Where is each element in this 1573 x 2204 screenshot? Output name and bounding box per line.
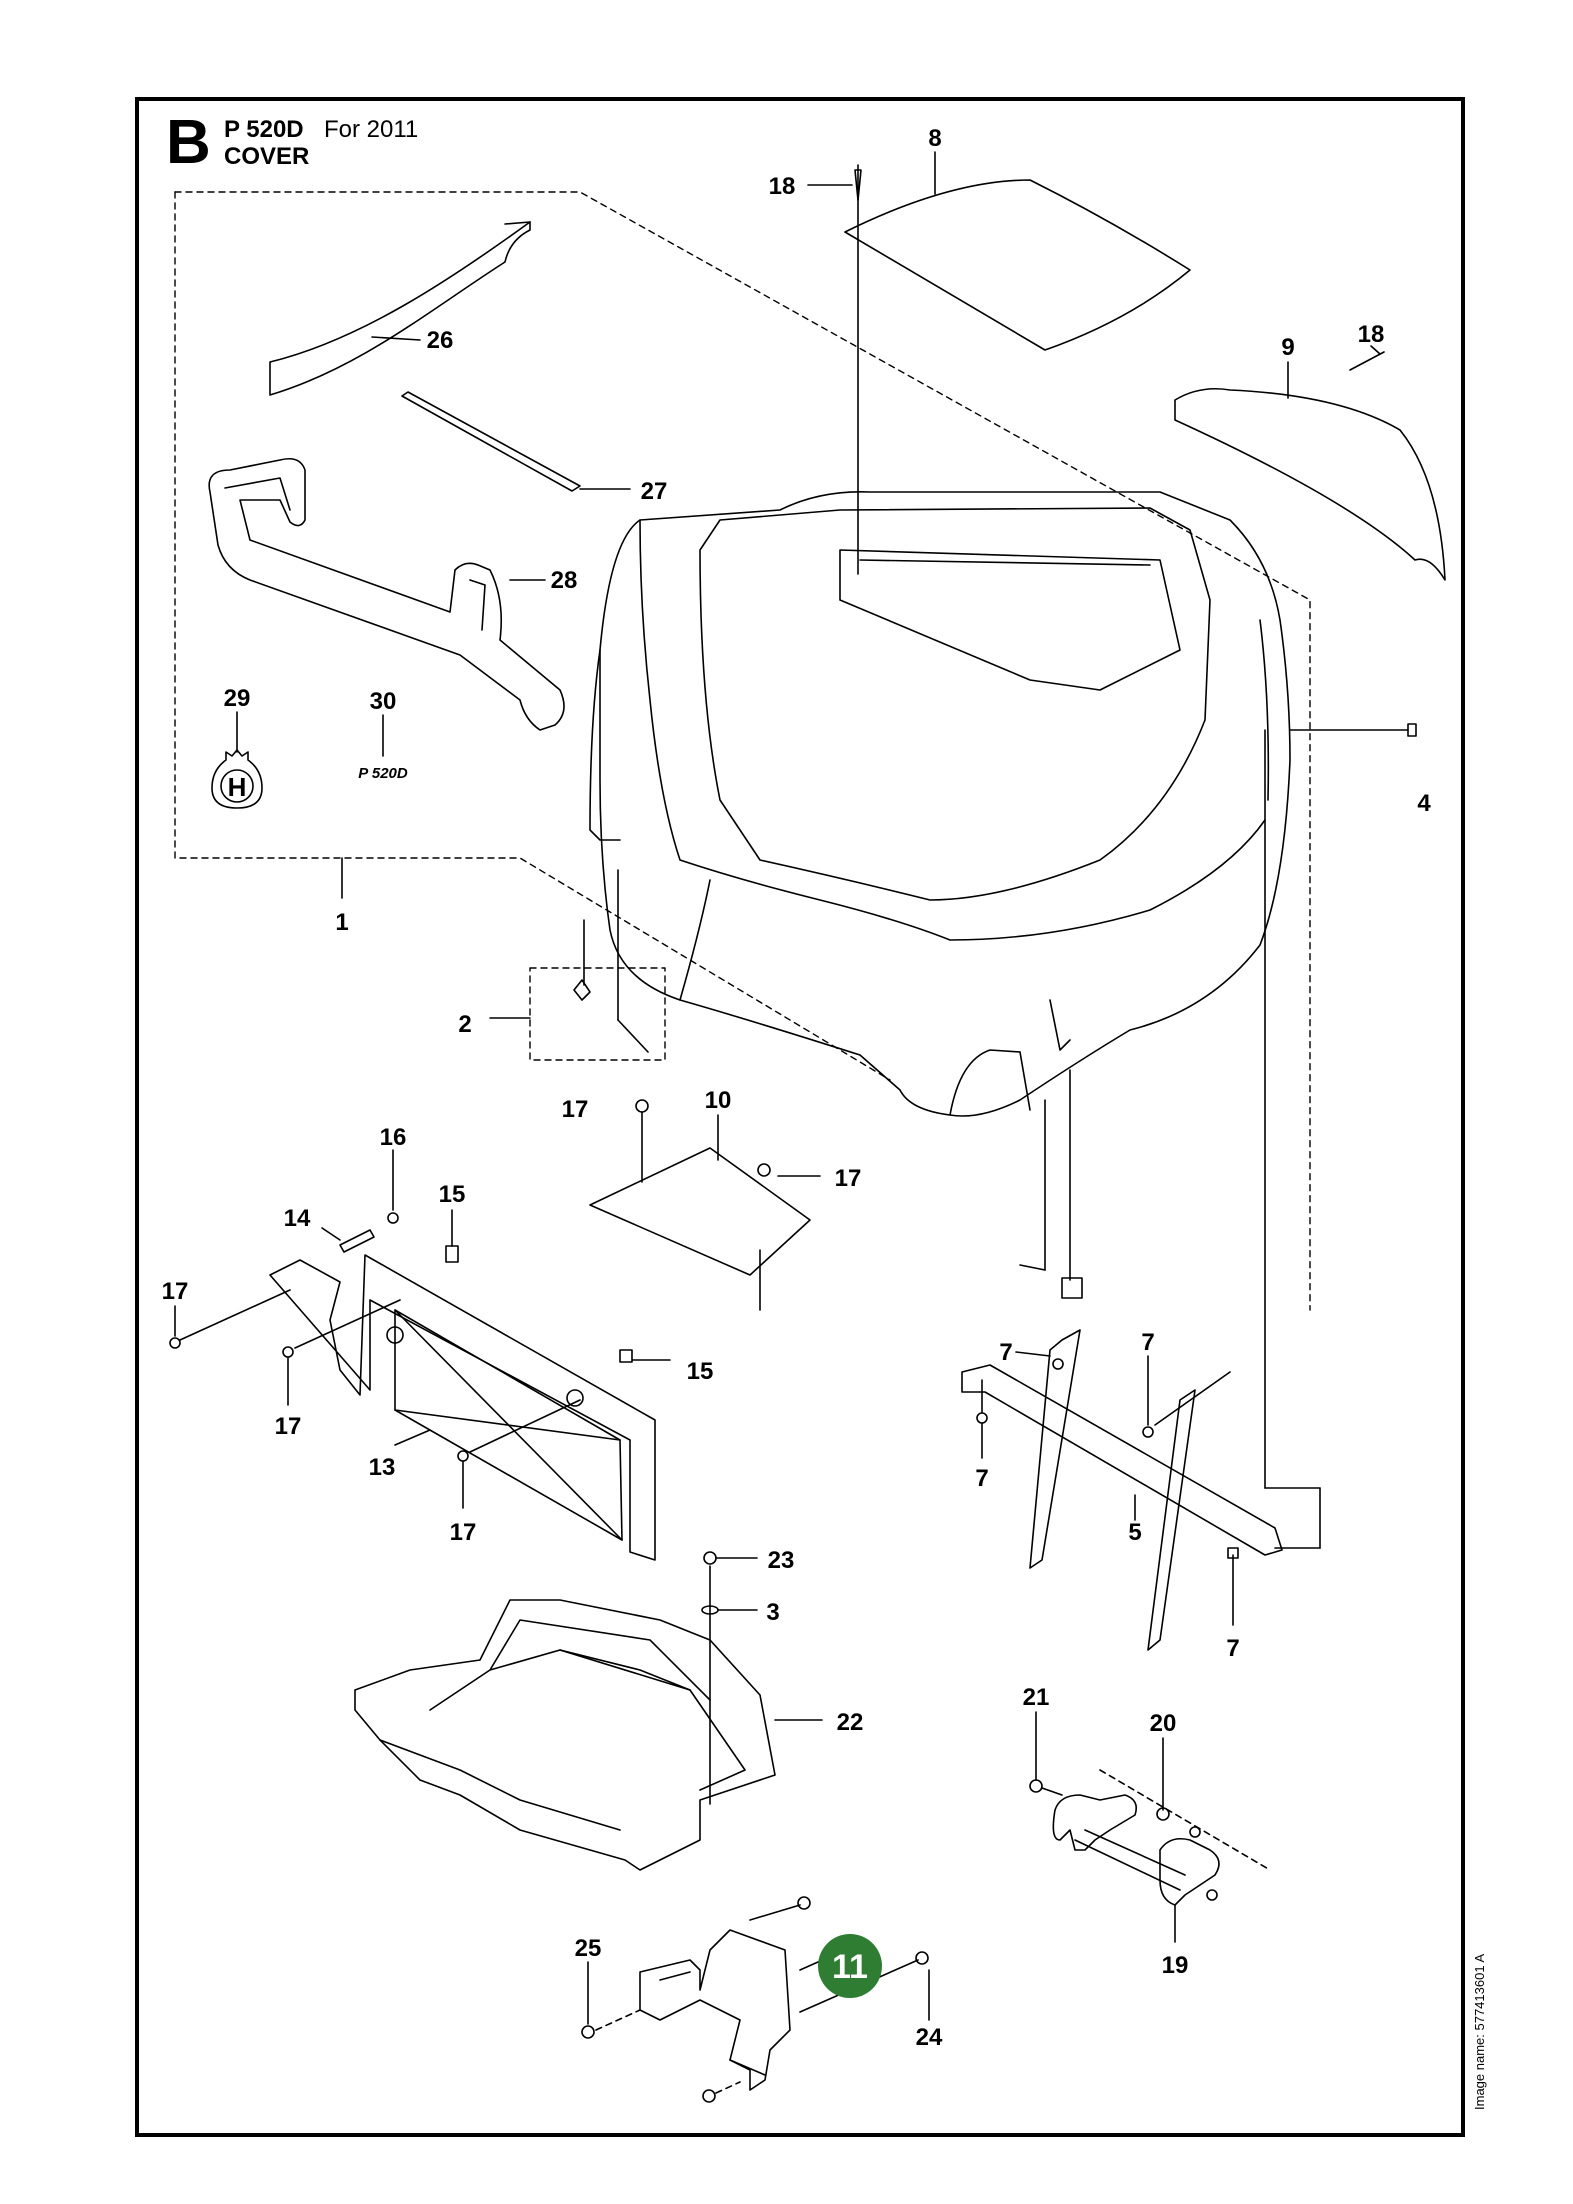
callout-7: 7 [975, 1465, 988, 1492]
callout-7: 7 [1226, 1635, 1239, 1662]
section-letter: B [166, 108, 211, 177]
callout-26: 26 [427, 327, 454, 354]
part-13-frame-assembly [269, 1254, 656, 1561]
emblem-letter: H [228, 772, 247, 802]
callout-17: 17 [275, 1413, 302, 1440]
callout-13: 13 [369, 1454, 396, 1481]
part-29-emblem [211, 711, 263, 809]
callout-5: 5 [1128, 1519, 1141, 1546]
callout-20: 20 [1150, 1710, 1177, 1737]
part-10-access-plate [589, 1099, 821, 1311]
highlight-number: 11 [832, 1948, 868, 1986]
part-5-support-bars [961, 1069, 1283, 1651]
callout-1: 1 [335, 909, 348, 936]
callout-28: 28 [551, 567, 578, 594]
part-8-top-panel [844, 151, 1191, 351]
callout-17: 17 [835, 1165, 862, 1192]
callout-2: 2 [458, 1011, 471, 1038]
callout-18: 18 [769, 173, 796, 200]
part-18-pin [807, 164, 1385, 575]
callout-24: 24 [916, 2024, 943, 2051]
callout-17: 17 [162, 1278, 189, 1305]
callout-27: 27 [641, 478, 668, 505]
part-9-side-panel [1174, 361, 1446, 581]
decal-text: P 520D [358, 765, 408, 782]
callout-17: 17 [450, 1519, 477, 1546]
callout-8: 8 [928, 125, 941, 152]
part-26-trim-strip [269, 221, 531, 396]
diagram-title: COVER [224, 143, 310, 170]
callout-19: 19 [1162, 1952, 1189, 1979]
callout-7: 7 [1141, 1329, 1154, 1356]
callout-4: 4 [1417, 790, 1431, 817]
model-year: For 2011 [324, 116, 419, 143]
callout-30: 30 [370, 688, 397, 715]
callout-21: 21 [1023, 1684, 1050, 1711]
callout-10: 10 [705, 1087, 732, 1114]
callout-22: 22 [837, 1709, 864, 1736]
callout-23: 23 [768, 1547, 795, 1574]
part-27-seal-strip [401, 391, 631, 492]
part-11-highlight[interactable]: 11 [818, 1934, 882, 1998]
small-fasteners [169, 1149, 671, 1509]
leaders-upper [341, 723, 1417, 1549]
part-22-base-tray [354, 1551, 823, 1871]
callout-3: 3 [766, 1599, 779, 1626]
part-1-cover-shell [589, 491, 1291, 1117]
assembly-1-outline [174, 191, 1311, 1311]
callout-15: 15 [439, 1181, 466, 1208]
part-28-gasket [208, 457, 565, 731]
callout-25: 25 [575, 1935, 602, 1962]
model-name: P 520D [224, 116, 304, 143]
callout-14: 14 [284, 1205, 311, 1232]
callout-18: 18 [1358, 321, 1385, 348]
callout-9: 9 [1281, 334, 1294, 361]
callout-15: 15 [687, 1358, 714, 1385]
part-19-bracket-assembly [1029, 1711, 1271, 1943]
diagram-frame [135, 97, 1465, 2137]
callout-7: 7 [999, 1339, 1012, 1366]
part-11-mounting-plate [581, 1896, 930, 2103]
callout-29: 29 [224, 685, 251, 712]
callout-16: 16 [380, 1124, 407, 1151]
callout-17: 17 [562, 1096, 589, 1123]
